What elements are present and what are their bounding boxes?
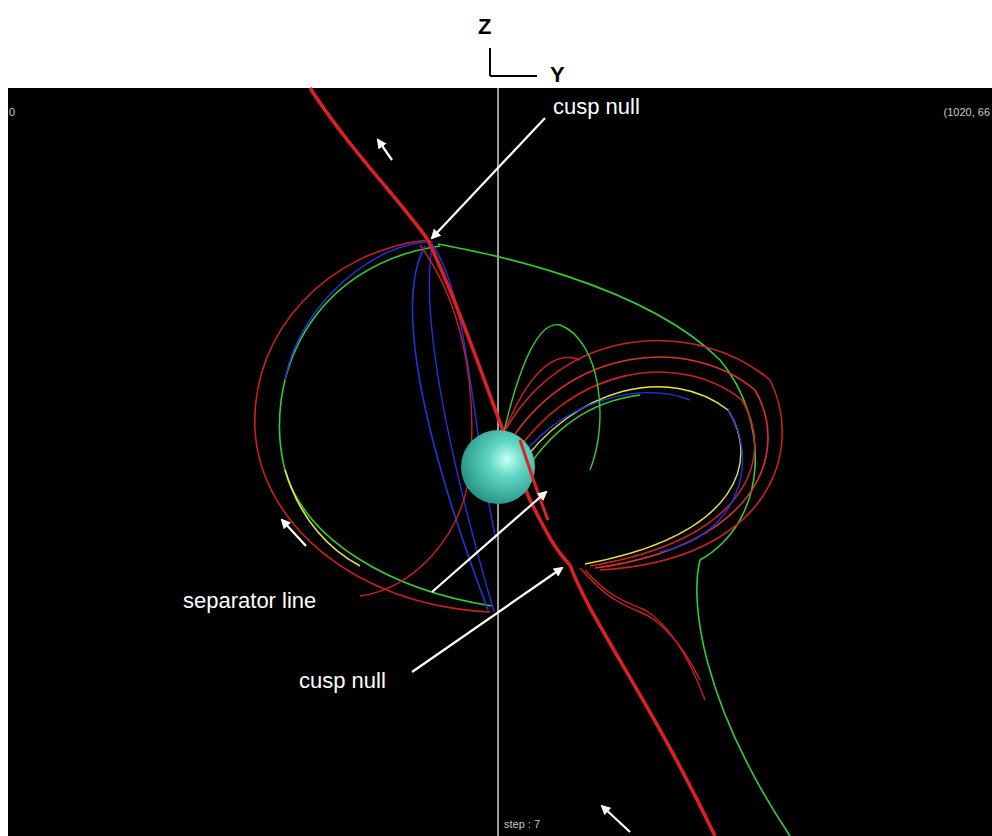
viewer-coordinate: (1020, 66 xyxy=(944,106,990,119)
render-panel xyxy=(8,88,992,836)
leader-lines xyxy=(282,118,630,832)
z-axis xyxy=(489,40,491,76)
callout-label: cusp null xyxy=(550,94,643,119)
callout-label: cusp null xyxy=(296,668,389,693)
step-counter: step : 7 xyxy=(504,818,540,831)
callout-label: separator line xyxy=(180,588,319,613)
viewer-coordinate: 0 xyxy=(9,106,15,119)
axis-label: Z xyxy=(478,14,491,39)
y-axis xyxy=(490,75,545,77)
planet-sphere xyxy=(461,430,535,504)
axis-label: Y xyxy=(550,62,565,87)
field-lines xyxy=(255,88,790,836)
separator-front xyxy=(520,440,548,520)
